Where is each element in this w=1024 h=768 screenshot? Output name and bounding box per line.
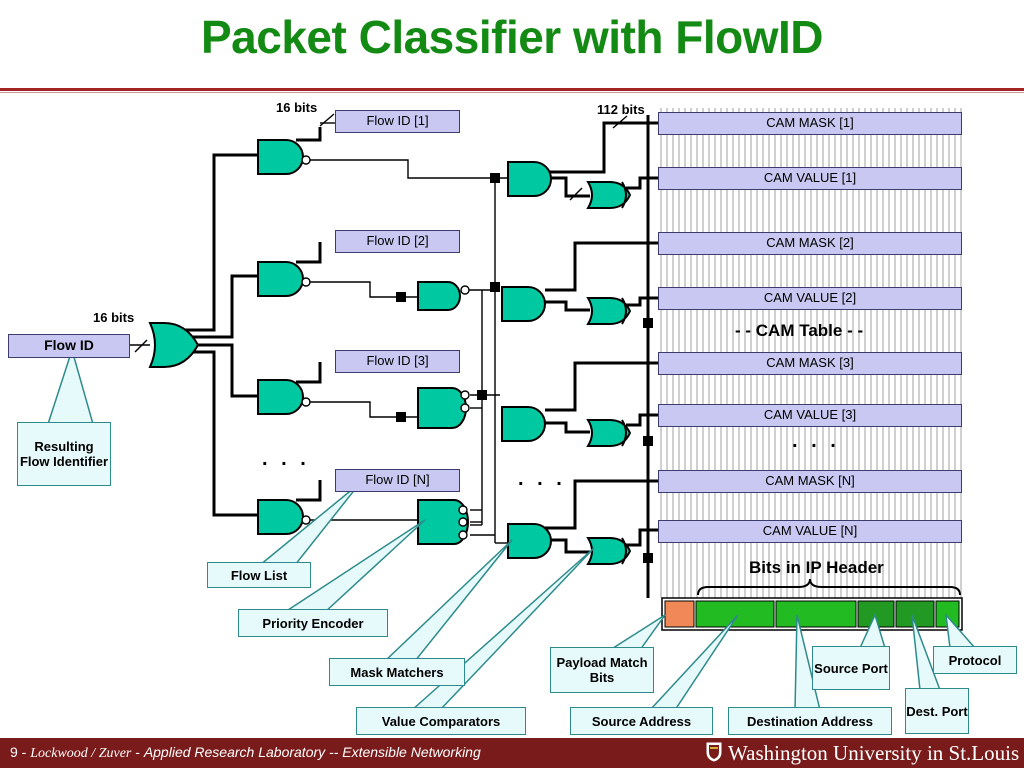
cam-table-label: - - CAM Table - - (735, 321, 864, 340)
callout-payload-match-bits: Payload Match Bits (550, 647, 654, 693)
cam-value-1: CAM VALUE [1] (658, 167, 962, 190)
callout-value-comparators: Value Comparators (356, 707, 526, 735)
callout-dest-port: Dest. Port (905, 688, 969, 734)
cam-value-n: CAM VALUE [N] (658, 520, 962, 543)
callout-destination-address: Destination Address (728, 707, 892, 735)
callout-flow-list: Flow List (207, 562, 311, 588)
destination-address-bits (775, 600, 857, 628)
ellipsis-mask-matchers: . . . (518, 468, 566, 490)
bits-16-left-label: 16 bits (93, 310, 135, 325)
university-name: Washington University in St.Louis (728, 741, 1020, 765)
inversion-bubbles (301, 155, 470, 540)
flow-id-input-box: Flow ID (8, 334, 130, 358)
title-rule (0, 88, 1024, 91)
cam-value-3: CAM VALUE [3] (658, 404, 962, 427)
footer-text: 9 - Lockwood / Zuver - Applied Research … (10, 744, 481, 761)
flow-list-entry-3: Flow ID [3] (335, 350, 460, 373)
footer-authors: Lockwood / Zuver (30, 746, 132, 761)
callout-source-port: Source Port (812, 646, 890, 690)
callout-mask-matchers: Mask Matchers (329, 658, 465, 686)
flow-list-entry-1: Flow ID [1] (335, 110, 460, 133)
footer-lab: Applied Research Laboratory -- Extensibl… (143, 744, 481, 760)
priority-encoder-gates (417, 281, 469, 545)
header-brace (697, 578, 961, 596)
callout-resulting-flow-identifier: Resulting Flow Identifier (17, 422, 111, 486)
ellipsis-cam-table: . . . (792, 430, 840, 452)
payload-bits (664, 600, 695, 628)
callout-protocol: Protocol (933, 646, 1017, 674)
cam-mask-1: CAM MASK [1] (658, 112, 962, 135)
value-comparator-gates (586, 181, 632, 565)
mask-matcher-gates (501, 161, 552, 559)
cam-mask-3: CAM MASK [3] (658, 352, 962, 375)
cam-value-2: CAM VALUE [2] (658, 287, 962, 310)
bits-in-ip-header-label: Bits in IP Header (749, 558, 884, 577)
cam-mask-n: CAM MASK [N] (658, 470, 962, 493)
slide-title: Packet Classifier with FlowID (200, 11, 824, 63)
university-shield-icon (706, 742, 722, 762)
flow-list-entry-n: Flow ID [N] (335, 469, 460, 492)
callout-priority-encoder: Priority Encoder (238, 609, 388, 637)
flow-list-entry-2: Flow ID [2] (335, 230, 460, 253)
cam-mask-2: CAM MASK [2] (658, 232, 962, 255)
bits-16-top-label: 16 bits (276, 100, 318, 115)
thin-wiring (130, 113, 628, 544)
footer-page-number: 9 (10, 744, 18, 760)
and-gates-left (257, 139, 304, 535)
source-address-bits (695, 600, 775, 628)
footer-band (0, 738, 1024, 768)
input-or-gate (148, 322, 200, 368)
ellipsis-flow-list: . . . (262, 448, 310, 470)
wiring (185, 115, 658, 598)
callout-source-address: Source Address (570, 707, 713, 735)
title-rule-thin (0, 92, 1024, 93)
bits-112-label: 112 bits (597, 102, 645, 117)
junctions (396, 173, 653, 563)
